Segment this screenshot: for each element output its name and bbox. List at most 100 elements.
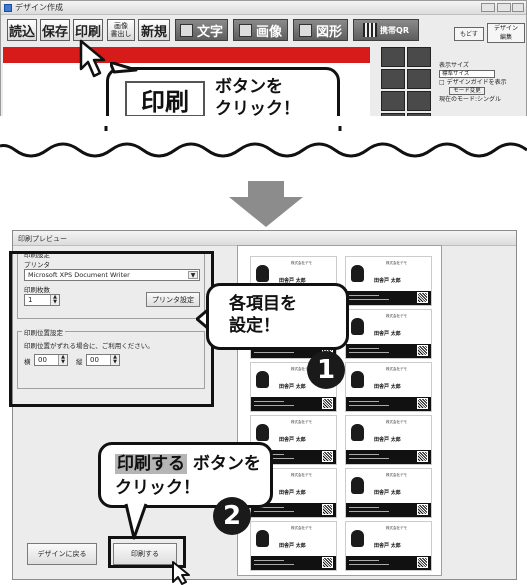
card-text-line: [254, 511, 294, 512]
card-company: 株式会社デモ: [386, 473, 407, 477]
back-to-design-button[interactable]: デザインに戻る: [27, 543, 97, 565]
print-settings-group: 印刷設定 プリンタ Microsoft XPS Document Writer …: [17, 249, 205, 319]
card-company: 株式会社デモ: [386, 261, 407, 265]
business-card-preview: 株式会社デモ田舎戸 太郎: [250, 362, 337, 412]
mode-status-text: 現在のモード:シングル: [439, 96, 502, 103]
open-button[interactable]: 読込: [7, 19, 37, 41]
card-text-line: [349, 405, 389, 406]
card-footer-band: [346, 556, 431, 570]
card-text-line: [254, 560, 284, 561]
image-tool-label: 画像: [255, 24, 282, 40]
layout-thumbnail[interactable]: [381, 91, 405, 111]
person-photo-icon: [256, 530, 269, 547]
card-name: 田舎戸 太郎: [374, 437, 401, 443]
text-tool-icon: [179, 23, 193, 37]
callout-text-line: ボタンを: [215, 77, 283, 97]
print-button[interactable]: 印刷: [73, 19, 103, 41]
card-name: 田舎戸 太郎: [279, 490, 306, 496]
step-number-badge: 2: [213, 497, 251, 535]
save-button[interactable]: 保存: [40, 19, 70, 41]
business-card-preview: 株式会社デモ田舎戸 太郎: [345, 362, 432, 412]
callout-text-line: 設定！: [229, 316, 280, 336]
maximize-button[interactable]: [497, 3, 511, 12]
callout-text-line: 各項目を: [229, 294, 297, 314]
person-photo-icon: [351, 318, 364, 335]
mouse-cursor-icon: [172, 561, 190, 585]
undo-button[interactable]: もどす: [454, 27, 484, 41]
design-edit-button[interactable]: デザイン 編集: [487, 23, 525, 43]
qr-code-icon: [322, 504, 333, 515]
print-position-group: 印刷位置設定 印刷位置がずれる場合に、ご利用ください。 横 00 ▲▼ 縦 00…: [17, 327, 205, 389]
person-photo-icon: [256, 265, 269, 282]
card-company: 株式会社デモ: [291, 367, 312, 371]
card-text-line: [254, 405, 294, 406]
person-photo-icon: [351, 371, 364, 388]
card-footer-band: [346, 450, 431, 464]
card-text-line: [349, 507, 379, 508]
mode-change-button[interactable]: モード変更: [449, 87, 485, 95]
qr-code-icon: [417, 557, 428, 568]
layout-thumbnail[interactable]: [381, 47, 405, 67]
shape-tool-button[interactable]: 図形: [293, 19, 348, 41]
business-card-preview: 株式会社デモ田舎戸 太郎: [345, 309, 432, 359]
card-text-line: [254, 564, 294, 565]
card-company: 株式会社デモ: [386, 314, 407, 318]
print-execute-button[interactable]: 印刷する: [113, 543, 177, 565]
display-size-select[interactable]: 標準サイズ: [439, 70, 495, 78]
vertical-offset-stepper[interactable]: 00 ▲▼: [86, 354, 120, 366]
close-button[interactable]: [512, 3, 524, 12]
card-text-line: [254, 401, 284, 402]
person-photo-icon: [256, 424, 269, 441]
view-options-panel: 表示サイズ 標準サイズ □ デザインガイドを表示 モード変更 現在のモード:シン…: [439, 61, 525, 104]
new-button[interactable]: 新規: [138, 19, 170, 41]
text-tool-button[interactable]: 文字: [175, 19, 228, 41]
layout-thumbnail[interactable]: [381, 69, 405, 89]
card-name: 田舎戸 太郎: [374, 331, 401, 337]
layout-thumbnail[interactable]: [407, 91, 431, 111]
layout-thumbnail[interactable]: [407, 69, 431, 89]
minimize-button[interactable]: [481, 3, 495, 12]
printer-label: プリンタ: [24, 261, 50, 269]
card-name: 田舎戸 太郎: [279, 278, 306, 284]
person-photo-icon: [351, 530, 364, 547]
text-tool-label: 文字: [196, 24, 223, 40]
position-hint: 印刷位置がずれる場合に、ご利用ください。: [24, 342, 154, 350]
print-preview-window: 印刷プレビュー 印刷設定 プリンタ Microsoft XPS Document…: [9, 230, 517, 580]
printer-setup-button[interactable]: プリンタ設定: [146, 292, 200, 307]
qr-code-icon: [417, 345, 428, 356]
callout-text-line: 印刷する ボタンを: [115, 453, 261, 475]
horizontal-offset-stepper[interactable]: 00 ▲▼: [34, 354, 68, 366]
spin-arrows-icon[interactable]: ▲▼: [58, 355, 67, 365]
business-card-preview: 株式会社デモ田舎戸 太郎: [250, 415, 337, 465]
window-title: 印刷プレビュー: [18, 235, 67, 243]
qr-code-icon: [417, 504, 428, 515]
callout-text-line: クリック！: [215, 99, 300, 119]
card-footer-band: [346, 344, 431, 358]
card-text-line: [349, 564, 389, 565]
copies-stepper[interactable]: 1 ▲▼: [24, 294, 60, 306]
design-guide-checkbox[interactable]: □ デザインガイドを表示: [439, 79, 507, 86]
card-text-line: [254, 458, 294, 459]
title-bar: 印刷プレビュー: [13, 231, 516, 246]
mouse-cursor-icon: [79, 39, 106, 78]
group-label: 印刷位置設定: [22, 327, 65, 337]
card-company: 株式会社デモ: [291, 526, 312, 530]
card-text-line: [349, 348, 379, 349]
callout-text: ボタンを クリック！: [215, 76, 300, 120]
settings-callout: 各項目を 設定！: [206, 283, 349, 350]
card-footer-band: [346, 397, 431, 411]
image-tool-button[interactable]: 画像: [233, 19, 288, 41]
copies-label: 印刷枚数: [24, 286, 50, 294]
layout-thumbnail[interactable]: [407, 47, 431, 67]
spin-arrows-icon[interactable]: ▲▼: [50, 295, 59, 305]
mobile-qr-button[interactable]: 携帯QR: [353, 19, 419, 41]
spin-arrows-icon[interactable]: ▲▼: [110, 355, 119, 365]
callout-highlight: 印刷する: [115, 454, 187, 474]
printer-select[interactable]: Microsoft XPS Document Writer ▼: [24, 269, 200, 281]
card-text-line: [349, 560, 379, 561]
card-footer-band: [251, 556, 336, 570]
chevron-down-icon[interactable]: ▼: [188, 271, 198, 279]
card-text-line: [349, 295, 379, 296]
qr-code-icon: [322, 451, 333, 462]
image-export-button[interactable]: 画像 書出し: [107, 19, 135, 41]
